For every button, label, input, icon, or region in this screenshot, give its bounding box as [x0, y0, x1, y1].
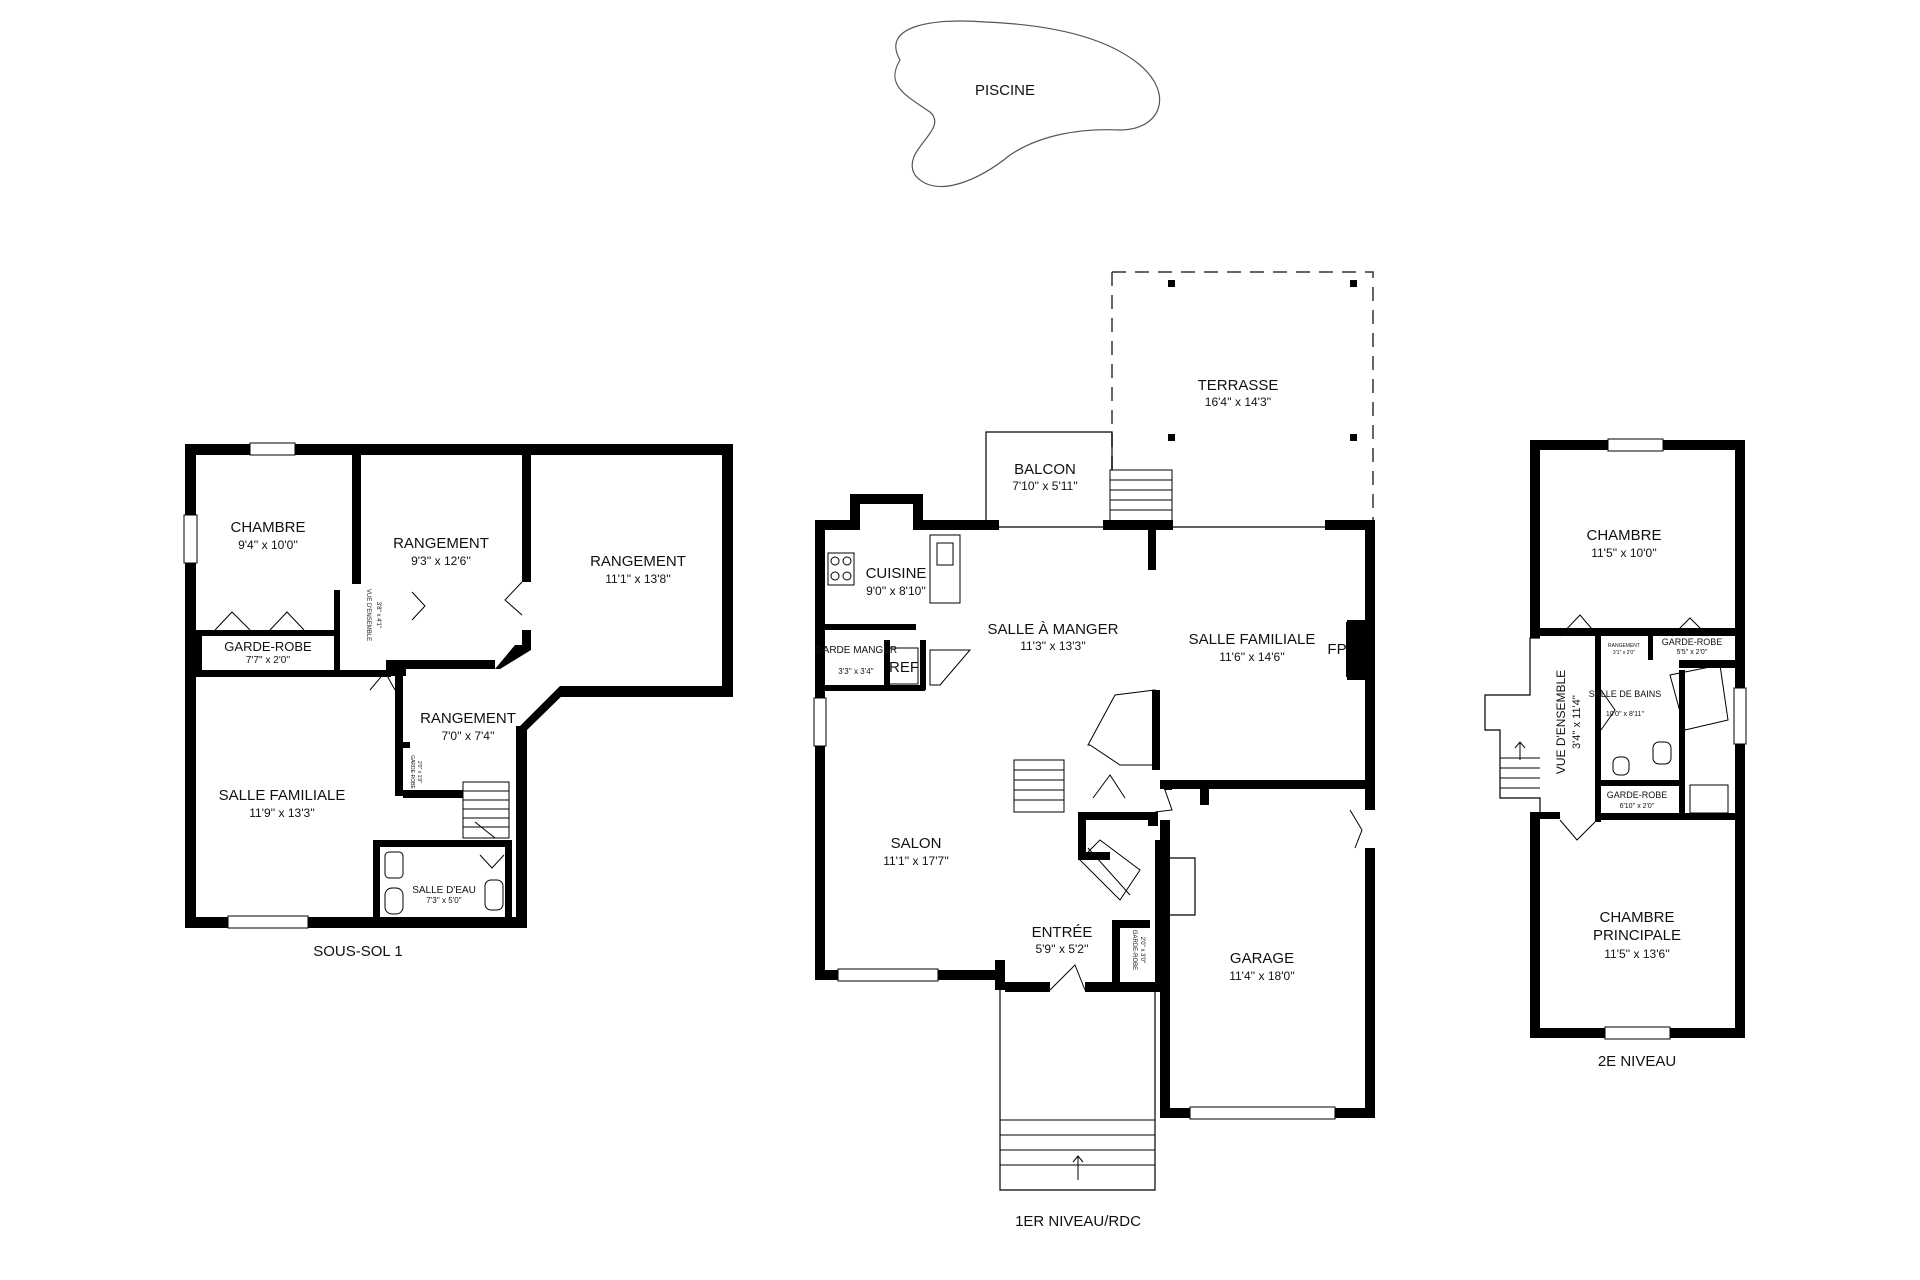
pool: PISCINE: [894, 20, 1161, 187]
door-swing: [504, 581, 523, 616]
kitchen-fixtures: [827, 534, 972, 686]
room-name: GARDE MANGER: [815, 645, 897, 656]
balcony-outline: [985, 431, 1113, 522]
room-name: GARAGE: [1230, 950, 1294, 967]
room-dims: 3'3'' x 3'4'': [838, 667, 874, 676]
window: [1607, 438, 1664, 452]
room-dims: 5'5'' x 2'0'': [1677, 649, 1708, 656]
room-dims: 7'0'' x 7'4'': [441, 729, 494, 743]
room-dims: 11'9'' x 13'3'': [249, 806, 315, 820]
basement-floor: CHAMBRE 9'4'' x 10'0'' RANGEMENT 9'3'' x…: [183, 442, 733, 960]
room-name: RANGEMENT: [1608, 643, 1640, 649]
room-name: RANGEMENT: [420, 710, 516, 727]
room-name: SALLE À MANGER: [988, 621, 1119, 638]
room-dims: 11'3'' x 13'3'': [1020, 639, 1086, 653]
room-dims: 11'5'' x 13'6'': [1604, 947, 1670, 961]
window: [183, 514, 198, 564]
room-name: SALLE DE BAINS: [1589, 689, 1662, 699]
main-floor: TERRASSE 16'4'' x 14'3'' BALCON 7'10'' x…: [813, 271, 1375, 1230]
main-stairs: [1013, 689, 1156, 901]
window: [1733, 687, 1747, 745]
upper-stair-landing: [1484, 637, 1541, 812]
door-swing: [1092, 774, 1126, 799]
room-dims: 2'0'' x 1'9'': [416, 761, 422, 783]
door-swing: [1559, 614, 1599, 637]
room-dims: 9'3'' x 12'6'': [411, 554, 471, 568]
room-dims: 11'1'' x 17'7'': [883, 854, 949, 868]
room-dims: 7'10'' x 5'11'': [1012, 479, 1078, 493]
fireplace-label: FP: [1327, 641, 1346, 658]
window: [1604, 1026, 1671, 1040]
room-name: GARDE-ROBE: [409, 755, 415, 789]
room-name: VUE D'ENSEMBLE: [365, 589, 371, 641]
basement-walls: [185, 444, 733, 928]
window: [227, 915, 309, 929]
front-walkway: [999, 990, 1156, 1191]
pool-outline: [894, 20, 1161, 187]
door-swing: [1600, 689, 1616, 731]
room-dims: 9'4'' x 10'0'': [238, 538, 298, 552]
room-dims: 3'1'' x 2'0'': [1613, 650, 1635, 656]
basement-stairs: [462, 781, 510, 839]
room-name: GARDE-ROBE: [1662, 637, 1723, 647]
room-name: GARDE-ROBE: [224, 639, 312, 654]
room-name: CHAMBRE: [230, 519, 305, 536]
floor-caption: 2E NIVEAU: [1598, 1053, 1676, 1070]
window: [249, 442, 296, 456]
room-dims: 3'4'' x 11'4'': [1571, 695, 1583, 749]
floor-caption: SOUS-SOL 1: [313, 943, 402, 960]
room-name: SALLE FAMILIALE: [1189, 631, 1316, 648]
closet-doors: [214, 611, 305, 631]
floor-caption: 1ER NIVEAU/RDC: [1015, 1213, 1141, 1230]
room-name: SALON: [891, 835, 942, 852]
room-dims: 11'4'' x 18'0'': [1229, 969, 1295, 983]
room-name: TERRASSE: [1198, 377, 1279, 394]
room-dims: 11'6'' x 14'6'': [1219, 650, 1285, 664]
room-dims: 10'0'' x 8'11'': [1606, 711, 1644, 718]
door-swing: [1559, 819, 1596, 841]
pool-label: PISCINE: [975, 82, 1035, 99]
window: [813, 697, 827, 747]
room-dims: 7'7'' x 2'0'': [246, 655, 290, 666]
door-swing: [1049, 964, 1086, 991]
room-dims: 7'3'' x 5'0'': [426, 896, 462, 905]
room-dims: 11'1'' x 13'8'': [605, 572, 671, 586]
room-name: RANGEMENT: [393, 535, 489, 552]
door-swing: [411, 591, 426, 621]
powder-room-fixtures: [384, 851, 505, 915]
room-name: SALLE D'EAU: [412, 885, 476, 896]
room-dims: 3'8'' x 4'1'': [375, 602, 381, 629]
door-swing: [369, 671, 396, 691]
room-name: GARDE-ROBE: [1131, 930, 1137, 970]
room-name: SALLE FAMILIALE: [219, 787, 346, 804]
window: [837, 968, 939, 982]
room-dims: 9'0'' x 8'10'': [866, 584, 926, 598]
room-dims: 6'10'' x 2'0'': [1620, 803, 1655, 810]
room-name: VUE D'ENSEMBLE: [1554, 670, 1568, 774]
room-name: RANGEMENT: [590, 553, 686, 570]
room-dims: 16'4'' x 14'3'': [1205, 395, 1271, 409]
window: [1189, 1106, 1336, 1120]
room-dims: 2'0'' x 3'0'': [1139, 937, 1145, 964]
room-dims: 5'9'' x 5'2'': [1035, 942, 1088, 956]
ref-label: REF: [889, 659, 919, 676]
room-name: GARDE-ROBE: [1607, 790, 1668, 800]
room-name: CUISINE: [866, 565, 927, 582]
door-swing: [1671, 617, 1709, 637]
room-name: BALCON: [1014, 461, 1076, 478]
garage-shelf: [1170, 857, 1196, 916]
room-name: ENTRÉE: [1032, 924, 1093, 941]
room-name: CHAMBRE: [1586, 527, 1661, 544]
room-dims: 11'5'' x 10'0'': [1591, 546, 1657, 560]
door-swing: [1154, 789, 1173, 813]
upper-floor: CHAMBRE 11'5'' x 10'0'' RANGEMENT 3'1'' …: [1484, 438, 1747, 1070]
door-swing: [1349, 809, 1363, 849]
bathroom-fixtures: [1612, 664, 1729, 814]
